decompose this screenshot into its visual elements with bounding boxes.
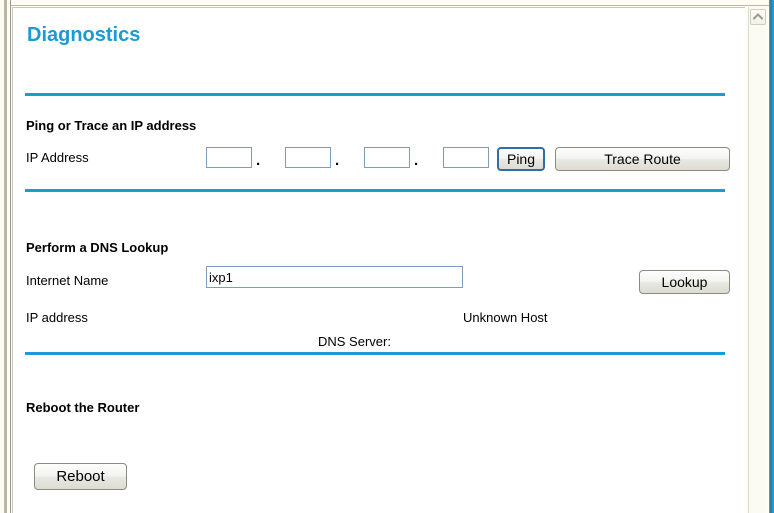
ip-octet-separator-1: . <box>256 152 261 169</box>
section-divider-bottom <box>25 352 725 355</box>
section-divider-middle <box>25 189 725 192</box>
ip-octet-3-input[interactable] <box>364 147 410 168</box>
ping-button[interactable]: Ping <box>497 147 545 171</box>
scroll-up-button[interactable] <box>750 9 766 25</box>
window-frame-right <box>769 0 774 513</box>
reboot-button[interactable]: Reboot <box>34 463 127 490</box>
ip-octet-2-input[interactable] <box>285 147 331 168</box>
ping-section-heading: Ping or Trace an IP address <box>26 118 197 133</box>
chevron-up-icon <box>751 13 765 20</box>
dns-lookup-result: Unknown Host <box>463 310 548 325</box>
ip-octet-separator-3: . <box>414 152 419 169</box>
window-frame-top <box>0 0 774 6</box>
dns-server-label: DNS Server: <box>318 334 391 349</box>
section-divider-top <box>25 93 725 96</box>
internet-name-label: Internet Name <box>26 273 109 288</box>
ip-octet-1-input[interactable] <box>206 147 252 168</box>
ip-address-label: IP Address <box>26 150 89 165</box>
window-frame-left-inner <box>4 0 7 513</box>
vertical-scrollbar[interactable] <box>748 7 766 513</box>
dns-section-heading: Perform a DNS Lookup <box>26 240 169 255</box>
internet-name-input[interactable] <box>206 266 463 288</box>
ip-octet-separator-2: . <box>335 152 340 169</box>
trace-route-button[interactable]: Trace Route <box>555 147 730 171</box>
reboot-section-heading: Reboot the Router <box>26 400 140 415</box>
lookup-button[interactable]: Lookup <box>639 270 730 294</box>
diagnostics-page: Diagnostics Ping or Trace an IP address … <box>12 7 745 513</box>
page-title: Diagnostics <box>27 24 141 46</box>
ip-octet-4-input[interactable] <box>443 147 489 168</box>
dns-ip-address-label: IP address <box>26 310 88 325</box>
